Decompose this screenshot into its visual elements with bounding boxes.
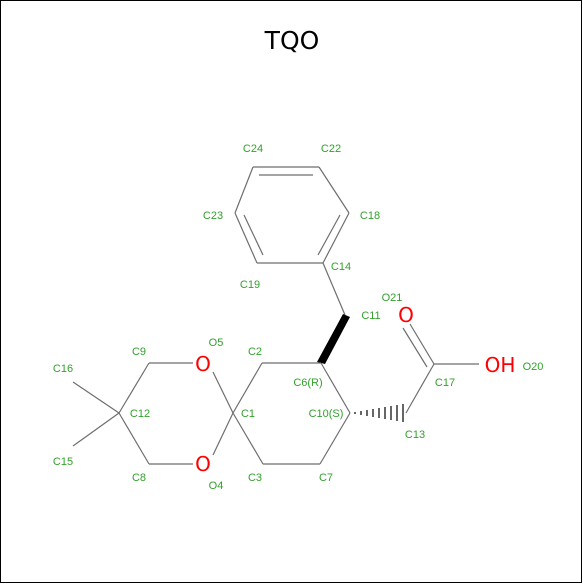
bond-c14-c11 bbox=[322, 262, 346, 316]
atom-label-c14: C14 bbox=[331, 261, 351, 273]
atom-label-o21: O21 bbox=[382, 292, 403, 304]
atom-label-c24: C24 bbox=[243, 143, 263, 155]
oxygen-o4-symbol: O bbox=[195, 452, 211, 476]
atom-label-c23: C23 bbox=[203, 210, 223, 222]
bond-c1-c3 bbox=[232, 412, 264, 465]
bond-c23-c24 bbox=[234, 166, 254, 214]
atom-label-c15: C15 bbox=[53, 456, 73, 468]
atom-label-c19: C19 bbox=[240, 279, 260, 291]
wedge-c6-c11 bbox=[317, 314, 350, 364]
atom-label-c12: C12 bbox=[130, 408, 150, 420]
atom-label-c6r: C6(R) bbox=[293, 377, 322, 389]
bond-c17-o21-double bbox=[402, 327, 428, 368]
atom-label-c22: C22 bbox=[321, 143, 341, 155]
atom-label-c9: C9 bbox=[132, 346, 146, 358]
diagram-title: TQO bbox=[264, 26, 320, 55]
atom-label-c17: C17 bbox=[435, 377, 455, 389]
oxygen-o21-symbol: O bbox=[398, 303, 414, 327]
atom-label-o4: O4 bbox=[209, 480, 224, 492]
bond-c17-o21 bbox=[409, 323, 435, 365]
hydroxyl-o20-symbol: OH bbox=[485, 353, 516, 377]
bond-c10-c6 bbox=[320, 362, 351, 414]
bond-c7-c10 bbox=[319, 412, 351, 465]
atom-label-c18: C18 bbox=[360, 210, 380, 222]
atom-label-c10s: C10(S) bbox=[309, 408, 344, 420]
atom-label-c13: C13 bbox=[405, 429, 425, 441]
bond-c13-c17 bbox=[405, 363, 435, 414]
atom-label-o5: O5 bbox=[209, 337, 224, 349]
atom-label-c1: C1 bbox=[241, 408, 255, 420]
backbone-bonds bbox=[72, 262, 479, 465]
bond-c12-c8 bbox=[118, 412, 150, 465]
atom-label-c7: C7 bbox=[319, 472, 333, 484]
bond-c2-c1 bbox=[232, 362, 263, 414]
atom-label-o20: O20 bbox=[523, 361, 544, 373]
bond-c9-c12 bbox=[118, 362, 150, 414]
bond-c19-c23 bbox=[234, 212, 258, 264]
atom-label-c2: C2 bbox=[248, 346, 262, 358]
bond-c12-c16 bbox=[72, 381, 120, 414]
bond-c1-o5 bbox=[212, 371, 234, 414]
bond-c12-c15 bbox=[72, 412, 120, 447]
bond-o4-c1 bbox=[212, 412, 234, 456]
atom-label-c11: C11 bbox=[361, 310, 380, 322]
atom-label-c3: C3 bbox=[248, 472, 262, 484]
atom-labels: C24 C22 C23 C18 C14 C19 O21 C11 C9 O5 C2… bbox=[53, 143, 543, 492]
bond-c22-c18 bbox=[318, 166, 350, 214]
benzene-ring bbox=[234, 166, 350, 264]
bond-c18-c14 bbox=[322, 212, 350, 264]
bond-c18-c14-double bbox=[317, 214, 341, 256]
hash-c10-c13 bbox=[354, 404, 404, 422]
atom-label-c8: C8 bbox=[132, 472, 146, 484]
atom-label-c16: C16 bbox=[53, 363, 73, 375]
oxygen-o5-symbol: O bbox=[195, 352, 211, 376]
bond-c19-c23-double bbox=[243, 214, 264, 256]
